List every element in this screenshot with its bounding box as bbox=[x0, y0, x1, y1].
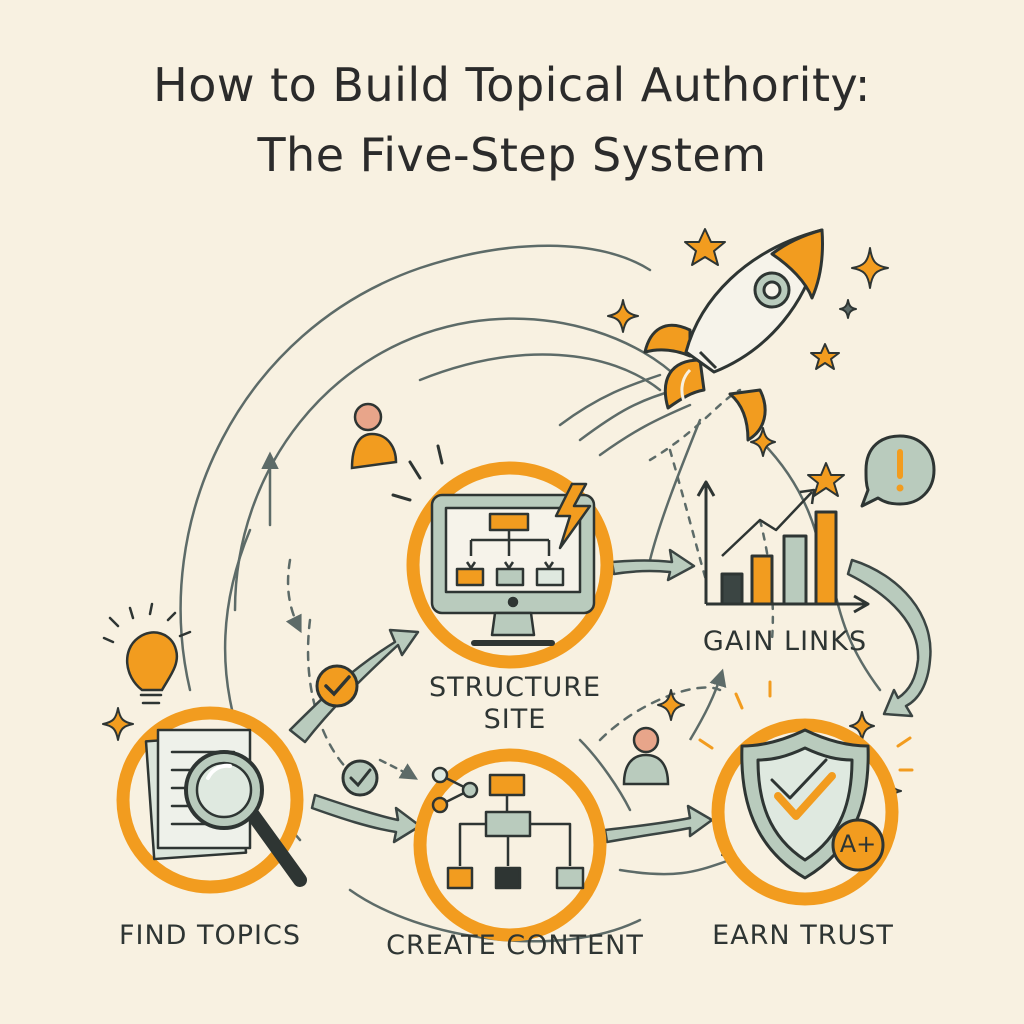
title-line-2: The Five-Step System bbox=[257, 128, 767, 182]
step-structure-site bbox=[391, 444, 614, 669]
step-gain-links bbox=[696, 434, 936, 614]
rising-bar-chart-icon bbox=[696, 480, 870, 614]
step-label-create-content: CREATE CONTENT bbox=[386, 930, 644, 961]
rocket-icon bbox=[643, 228, 824, 442]
step-label-earn-trust: EARN TRUST bbox=[712, 920, 894, 951]
title-line-1: How to Build Topical Authority: bbox=[153, 58, 871, 112]
emphasis-ticks bbox=[391, 444, 444, 502]
step-label-structure-site-2: SITE bbox=[483, 704, 547, 735]
step-label-gain-links: GAIN LINKS bbox=[702, 626, 868, 657]
alert-speech-bubble-icon bbox=[860, 434, 936, 508]
step-find-topics bbox=[116, 706, 307, 894]
content-flowchart-icon bbox=[431, 766, 585, 890]
lightning-icon bbox=[554, 482, 592, 550]
lightbulb-icon bbox=[102, 602, 192, 705]
check-badge-sage bbox=[341, 759, 379, 797]
step-earn-trust bbox=[698, 680, 914, 906]
glow-rays bbox=[698, 680, 914, 772]
check-badge-orange bbox=[315, 664, 359, 708]
step-create-content bbox=[413, 748, 607, 942]
step-label-find-topics: FIND TOPICS bbox=[118, 920, 302, 951]
grade-badge bbox=[831, 818, 885, 872]
grade-badge-text: A+ bbox=[839, 830, 877, 858]
person-icon bbox=[622, 726, 670, 786]
magnifier-documents-icon bbox=[144, 728, 307, 887]
monitor-sitemap-icon bbox=[430, 493, 596, 646]
step-label-structure-site-1: STRUCTURE bbox=[428, 672, 602, 703]
person-icon bbox=[350, 402, 398, 470]
